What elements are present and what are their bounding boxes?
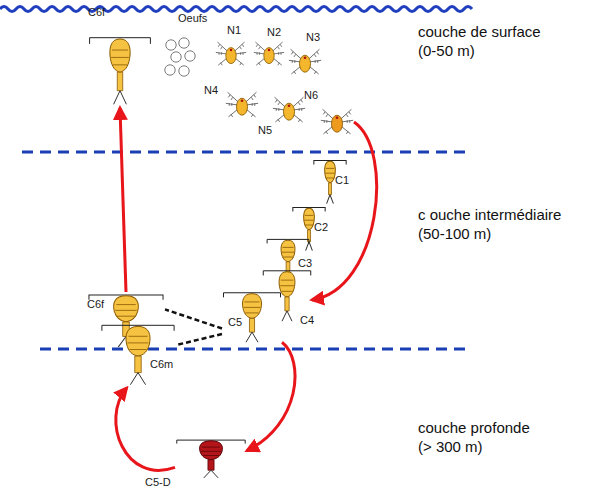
eggs-drawing <box>163 38 203 80</box>
nauplius-stage: N1 <box>215 38 247 70</box>
stage-label: C4 <box>300 314 314 326</box>
nauplius-stage: N6 <box>320 105 354 139</box>
water-surface <box>0 7 472 12</box>
copepodite-stage: C2 <box>292 205 326 253</box>
nauplius-stage: N3 <box>288 45 322 79</box>
life-cycle-arrow <box>312 122 377 300</box>
layer-boundary <box>22 151 468 154</box>
stage-label: C6f <box>88 6 105 18</box>
copepod-drawing <box>88 34 152 108</box>
stage-label: N3 <box>306 31 320 43</box>
copepodite-stage: C6f <box>88 34 152 108</box>
stage-label: C3 <box>298 257 312 269</box>
copepodite-stage: C5-D <box>175 438 247 480</box>
nauplius-stage: N2 <box>253 38 285 70</box>
nauplius-drawing <box>225 88 259 122</box>
life-cycle-arrow <box>116 388 175 470</box>
stage-label: N1 <box>227 24 241 36</box>
stage-label: N2 <box>267 26 281 38</box>
life-cycle-arrow <box>120 108 126 292</box>
stage-label: C6f <box>87 298 104 310</box>
stage-label: N4 <box>204 84 218 96</box>
stage-label: N5 <box>258 124 272 136</box>
egg-cluster: Oeufs <box>163 38 203 80</box>
copepodite-stage: C6m <box>100 322 176 388</box>
life-cycle-arrow <box>247 342 295 450</box>
stage-label: Oeufs <box>178 12 207 24</box>
nauplius-stage: N5 <box>272 88 306 132</box>
copepodite-stage: C5 <box>222 290 282 345</box>
layer-boundary <box>40 348 468 351</box>
nauplius-drawing <box>215 38 247 70</box>
nauplius-drawing <box>320 105 354 139</box>
copepod-drawing <box>175 438 247 480</box>
nauplius-drawing <box>288 45 322 79</box>
nauplius-drawing <box>253 38 285 70</box>
copepod-drawing <box>100 322 176 388</box>
stage-label: C5-D <box>145 476 171 488</box>
copepodite-stage: C4 <box>262 268 312 324</box>
stage-label: N6 <box>304 89 318 101</box>
stage-label: C6m <box>150 358 173 370</box>
layer-label: c ouche intermédiaire (50-100 m) <box>418 205 590 243</box>
copepodite-stage: C1 <box>313 158 347 206</box>
stage-label: C1 <box>335 174 349 186</box>
dashed-link <box>176 334 222 345</box>
layer-label: couche profonde (> 300 m) <box>418 418 546 456</box>
stage-label: C2 <box>314 221 328 233</box>
layer-label: couche de surface (0-50 m) <box>418 22 553 60</box>
nauplius-stage: N4 <box>225 88 259 122</box>
stage-label: C5 <box>228 316 242 328</box>
nauplius-drawing <box>272 88 306 132</box>
